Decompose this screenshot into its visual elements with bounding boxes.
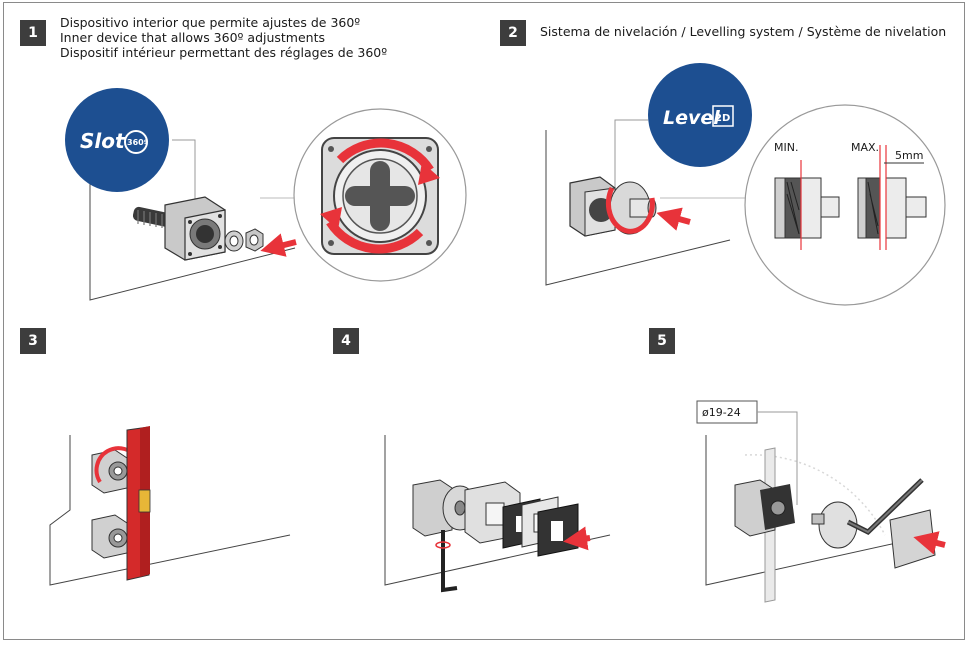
level-insert-arrow-icon — [656, 207, 691, 231]
device-housing-5 — [734, 479, 795, 537]
panel-1-slot-device: Slot 360º — [65, 88, 467, 301]
step-2-number: 2 — [500, 20, 526, 46]
device-top — [91, 446, 143, 494]
panel-2-levelling-system: Level 2D MIN. MAX. 5mm — [545, 63, 946, 306]
step-1-number: 1 — [20, 20, 46, 46]
step-2-text: Sistema de nivelación / Levelling system… — [540, 24, 947, 39]
step-1-text-es: Dispositivo interior que permite ajustes… — [60, 15, 361, 30]
slot-housing — [164, 196, 226, 261]
washer-icon — [224, 230, 244, 252]
gasket-front — [537, 503, 579, 557]
diameter-label: ø19-24 — [702, 406, 741, 419]
slot-badge-degrees: 360º — [127, 138, 149, 147]
insert-arrow-icon — [260, 233, 297, 257]
step-4-number: 4 — [333, 328, 359, 354]
min-max-detail-zoom: MIN. MAX. 5mm — [744, 104, 946, 306]
levelling-disk — [605, 181, 657, 235]
gap-label: 5mm — [895, 149, 923, 162]
step-1-text-en: Inner device that allows 360º adjustment… — [60, 30, 326, 45]
panel-5-glass-mount: ø19-24 — [696, 400, 946, 603]
panel-3-spirit-level — [49, 426, 291, 586]
level-2d-badge: Level 2D — [648, 63, 752, 167]
slot-360-badge: Slot 360º — [65, 88, 169, 192]
slot-badge-word: Slot — [80, 129, 126, 153]
allen-key-icon — [435, 530, 458, 593]
diameter-callout: ø19-24 — [696, 400, 798, 505]
page-frame — [3, 2, 965, 640]
bolt-icon — [132, 206, 174, 228]
cover-insert-arrow-icon — [563, 526, 591, 551]
panel-4-cover-assembly — [384, 435, 611, 593]
rotate-arrow-bottom-icon — [326, 219, 424, 254]
spirit-level-tool — [126, 426, 151, 581]
step-5-number: 5 — [649, 328, 675, 354]
max-label: MAX. — [851, 141, 879, 154]
step-1-text-fr: Dispositif intérieur permettant des régl… — [60, 45, 388, 60]
level-badge-word: Level — [663, 107, 720, 129]
rotate-arrow-top-icon — [336, 138, 434, 173]
device-bottom — [91, 514, 128, 559]
level-badge-mark: 2D — [715, 113, 730, 124]
nut-icon — [245, 228, 264, 252]
level-rotate-arrow-icon — [605, 186, 655, 234]
rotation-detail-zoom — [293, 108, 467, 282]
step-3-number: 3 — [20, 328, 46, 354]
min-label: MIN. — [774, 141, 798, 154]
plate-insert-arrow-icon — [913, 531, 946, 555]
